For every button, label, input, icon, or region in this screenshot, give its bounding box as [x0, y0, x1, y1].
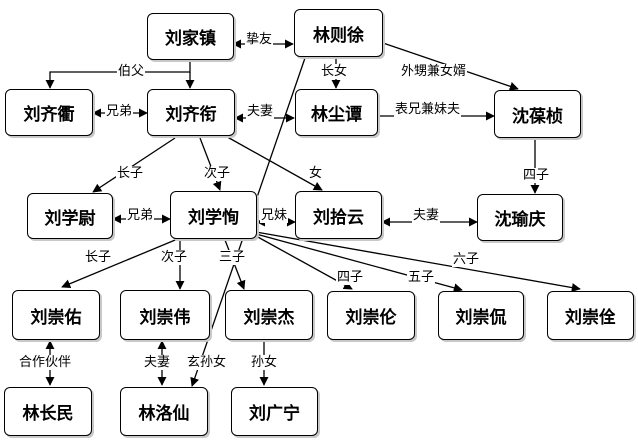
label-xiongmei: 兄妹	[260, 208, 289, 223]
node-liu-chongquan: 刘崇佺	[547, 291, 634, 340]
edge-cizi-1	[199, 137, 222, 191]
edge-nv	[221, 133, 323, 191]
node-liu-chongyou: 刘崇佑	[12, 290, 100, 340]
edge-zhangzi-1	[92, 137, 176, 193]
label-cizi-2: 次子	[160, 250, 189, 265]
label-waisheng-nvxu: 外甥兼女婿	[400, 64, 468, 79]
node-liu-xuexun: 刘学恂	[170, 191, 257, 239]
label-sanzi: 三子	[218, 250, 247, 265]
node-lin-zexu: 林则徐	[294, 9, 383, 57]
edge-zhangzi-2	[61, 237, 181, 289]
label-sizi-shen: 四子	[522, 168, 551, 183]
label-fuqi-1: 夫妻	[246, 104, 275, 119]
label-nv: 女	[308, 166, 324, 181]
label-zhiyou: 挚友	[245, 32, 274, 47]
node-liu-chonglun: 刘崇伦	[327, 291, 415, 340]
label-zhangzi-1: 长子	[116, 166, 145, 181]
label-cizi-1: 次子	[203, 166, 232, 181]
label-xiongdi-2: 兄弟	[126, 208, 155, 223]
node-liu-xuewei: 刘学尉	[27, 193, 113, 239]
node-liu-guangning: 刘广宁	[231, 387, 318, 436]
label-sunnv: 孙女	[250, 355, 279, 370]
node-lin-changmin: 林长民	[4, 387, 92, 436]
label-liuzi: 六子	[452, 252, 481, 267]
label-bofu: 伯父	[117, 64, 146, 79]
label-fuqi-3: 夫妻	[143, 355, 172, 370]
label-zhangzi-2: 长子	[84, 250, 113, 265]
label-xuansunnv: 玄孙女	[186, 355, 228, 370]
node-lin-chentan: 林尘谭	[295, 89, 378, 136]
node-liu-chongkan: 刘崇侃	[438, 291, 524, 340]
label-sizi: 四子	[336, 270, 365, 285]
label-xiongdi-1: 兄弟	[105, 104, 134, 119]
node-shen-yuqing: 沈瑜庆	[477, 194, 563, 241]
node-lin-luoxian: 林洛仙	[120, 387, 208, 436]
node-liu-qiyan: 刘齐衔	[147, 89, 235, 136]
label-fuqi-2: 夫妻	[412, 208, 441, 223]
label-changnv: 长女	[320, 64, 349, 79]
label-biaoxiong-meifu: 表兄兼妹夫	[394, 102, 462, 117]
node-shen-baozhen: 沈葆桢	[494, 90, 581, 138]
node-liu-shiyun: 刘拾云	[295, 191, 382, 239]
node-liu-jiazhen: 刘家镇	[147, 13, 234, 60]
node-liu-chongwei: 刘崇伟	[120, 290, 210, 340]
node-liu-chongjie: 刘崇杰	[225, 290, 313, 340]
label-hezuo-huoban: 合作伙伴	[18, 355, 73, 370]
edge-liuzi	[255, 231, 581, 293]
node-liu-qiqu: 刘齐衢	[5, 89, 93, 136]
label-wuzi: 五子	[407, 270, 436, 285]
